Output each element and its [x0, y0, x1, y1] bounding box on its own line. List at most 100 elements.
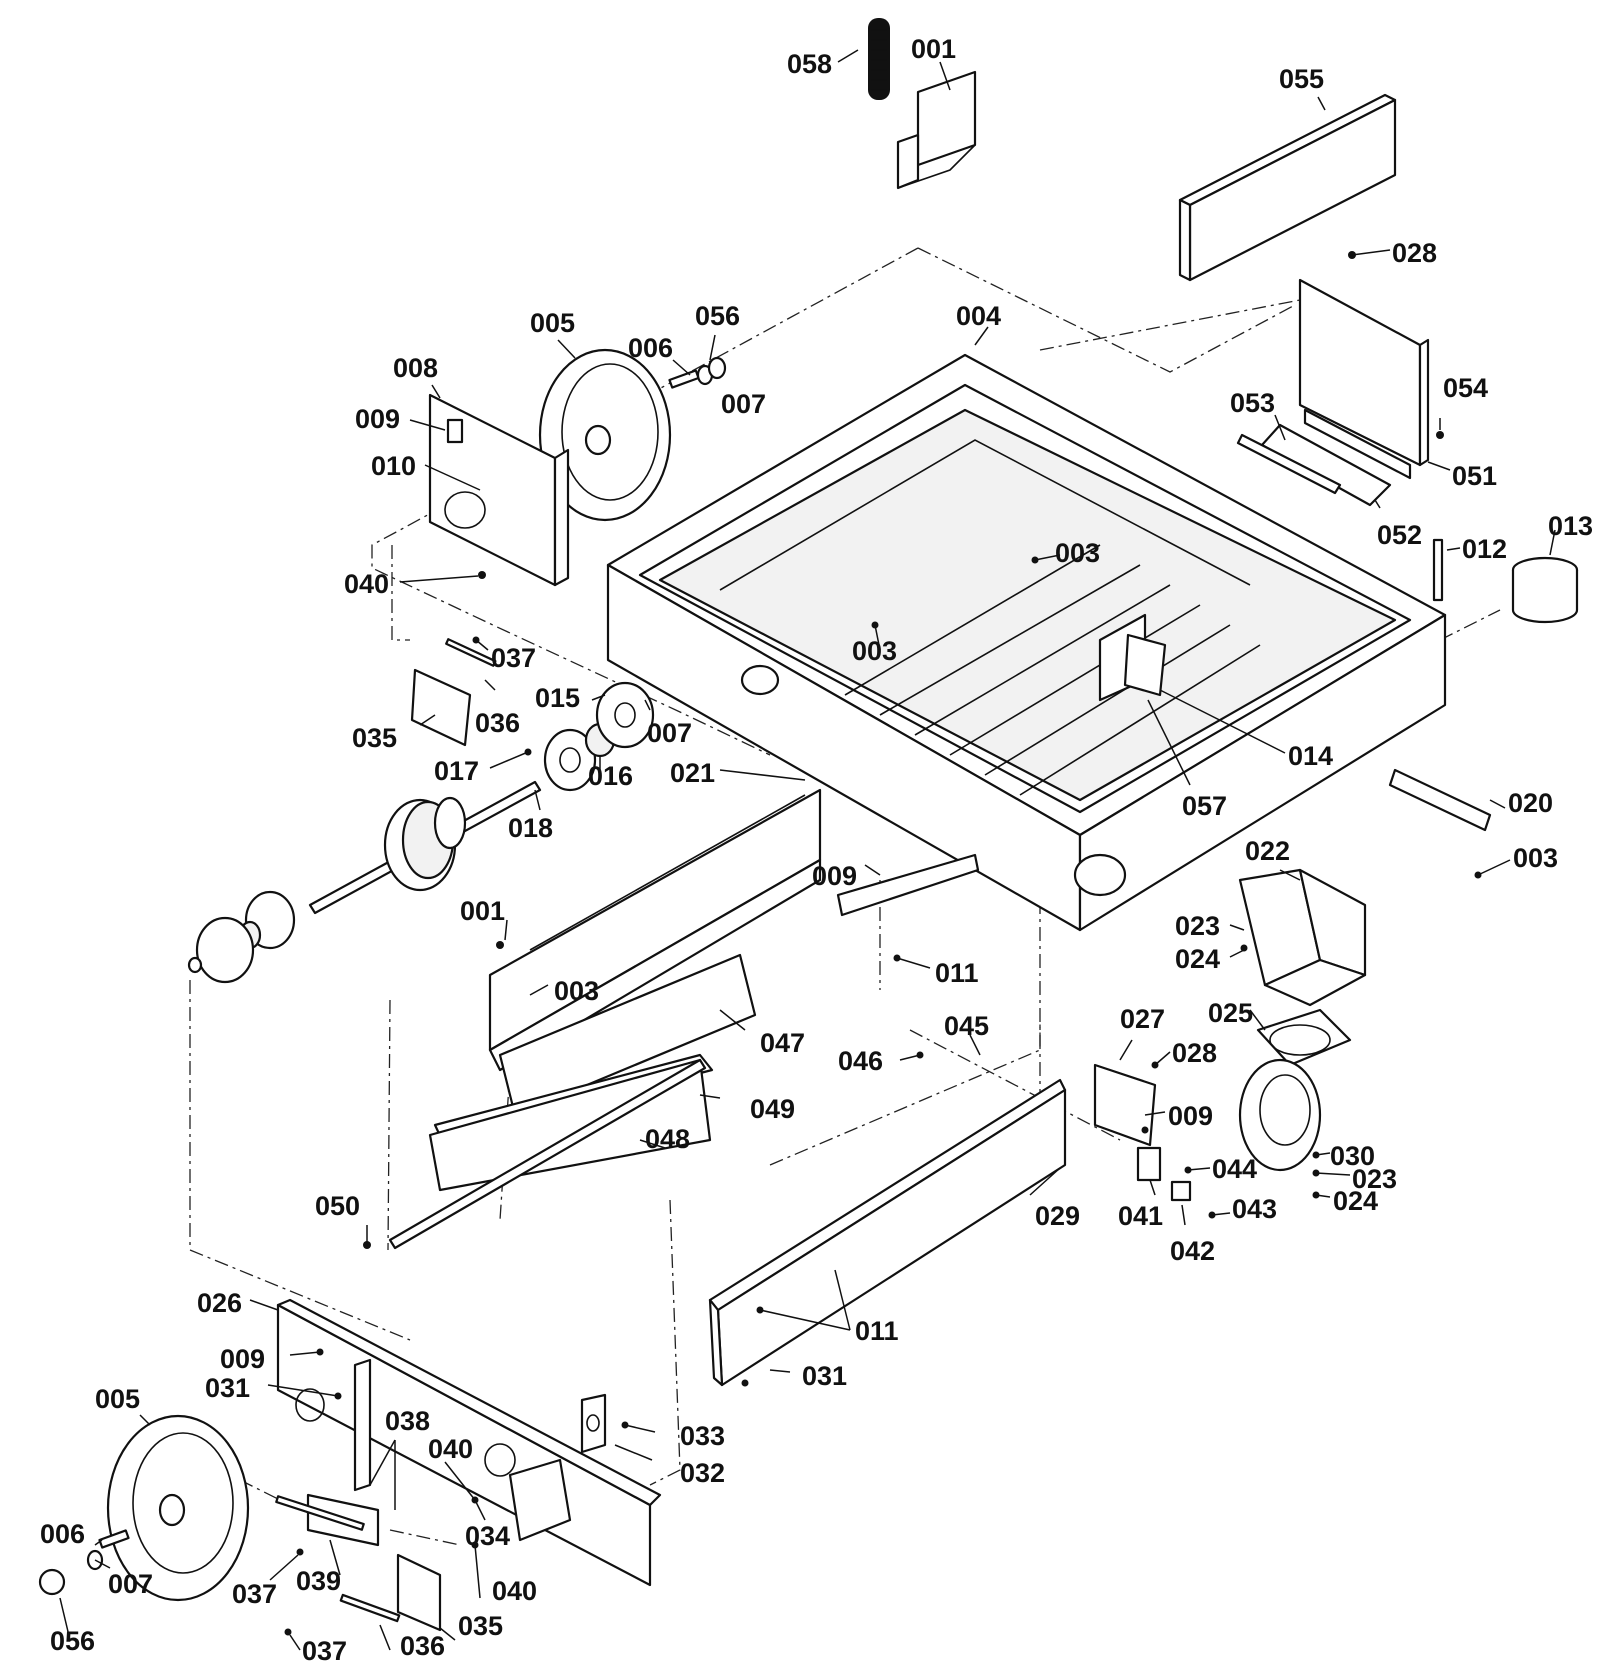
caster-bracket-022 [1238, 868, 1367, 1007]
callout-012: 012 [1462, 534, 1507, 564]
callout-057: 057 [1182, 791, 1227, 821]
axle-parts-lower [38, 1529, 130, 1596]
callout-009: 009 [812, 861, 857, 891]
bracket-027 [1093, 1063, 1157, 1147]
callout-007: 007 [108, 1569, 153, 1599]
bracket-042 [1170, 1180, 1192, 1202]
callout-056: 056 [50, 1626, 95, 1656]
callout-028: 028 [1392, 238, 1437, 268]
callout-028: 028 [1172, 1038, 1217, 1068]
callout-031: 031 [802, 1361, 847, 1391]
bearing-assembly-lower [187, 890, 296, 984]
callout-047: 047 [760, 1028, 805, 1058]
callout-050: 050 [315, 1191, 360, 1221]
callout-023: 023 [1352, 1164, 1397, 1194]
callout-003: 003 [554, 976, 599, 1006]
callout-022: 022 [1245, 836, 1290, 866]
callout-004: 004 [956, 301, 1001, 331]
callout-041: 041 [1118, 1201, 1163, 1231]
callout-024: 024 [1333, 1186, 1378, 1216]
callout-001: 001 [460, 896, 505, 926]
plate-052 [1260, 423, 1392, 507]
callout-011: 011 [855, 1316, 899, 1346]
panel-051 [1298, 278, 1430, 480]
callout-051: 051 [1452, 461, 1497, 491]
callout-003: 003 [1513, 843, 1558, 873]
drive-shaft-018 [308, 780, 542, 915]
callout-040: 040 [492, 1576, 537, 1606]
callout-033: 033 [680, 1421, 725, 1451]
callout-045: 045 [944, 1011, 989, 1041]
bearing-assembly-upper [543, 681, 655, 792]
callout-037: 037 [491, 643, 536, 673]
pin-012 [1432, 538, 1444, 602]
callout-043: 043 [1232, 1194, 1277, 1224]
callout-036: 036 [475, 708, 520, 738]
plate-047 [498, 953, 757, 1117]
callout-032: 032 [680, 1458, 725, 1488]
callout-005: 005 [530, 308, 575, 338]
callout-025: 025 [1208, 998, 1253, 1028]
wheel-005-upper [538, 348, 672, 522]
callout-040: 040 [344, 569, 389, 599]
caster-025 [1238, 1008, 1352, 1172]
callout-035: 035 [458, 1611, 503, 1641]
callout-053: 053 [1230, 388, 1275, 418]
callout-003: 003 [852, 636, 897, 666]
callout-009: 009 [1168, 1101, 1213, 1131]
callout-037: 037 [302, 1636, 347, 1666]
callout-001: 001 [911, 34, 956, 64]
callout-006: 006 [628, 333, 673, 363]
axle-parts-upper [668, 356, 727, 389]
callout-055: 055 [1279, 64, 1324, 94]
callout-031: 031 [205, 1373, 250, 1403]
callout-021: 021 [670, 758, 715, 788]
bar-053 [1236, 433, 1342, 495]
callout-008: 008 [393, 353, 438, 383]
rod-036-lower [339, 1593, 401, 1623]
callout-017: 017 [434, 756, 479, 786]
callout-020: 020 [1508, 788, 1553, 818]
callout-054: 054 [1443, 373, 1488, 403]
callout-011: 011 [935, 958, 979, 988]
callout-026: 026 [197, 1288, 242, 1318]
callout-029: 029 [1035, 1201, 1080, 1231]
bracket-014 [1123, 633, 1167, 697]
callout-038: 038 [385, 1406, 430, 1436]
callout-024: 024 [1175, 944, 1220, 974]
callout-046: 046 [838, 1046, 883, 1076]
callout-005: 005 [95, 1384, 140, 1414]
callout-018: 018 [508, 813, 553, 843]
callout-036: 036 [400, 1631, 445, 1661]
callout-016: 016 [588, 761, 633, 791]
frame-rail-029 [708, 1078, 1067, 1387]
bracket-041 [1136, 1146, 1162, 1182]
bracket-009-mid [836, 853, 980, 917]
callout-027: 027 [1120, 1004, 1165, 1034]
callout-035: 035 [352, 723, 397, 753]
callout-048: 048 [645, 1124, 690, 1154]
callout-040: 040 [428, 1434, 473, 1464]
callout-030: 030 [1330, 1141, 1375, 1171]
callout-014: 014 [1288, 741, 1333, 771]
spring-058 [868, 18, 890, 100]
wheel-005-lower [106, 1414, 250, 1602]
callout-056: 056 [695, 301, 740, 331]
callout-052: 052 [1377, 520, 1422, 550]
callout-058: 058 [787, 49, 832, 79]
rod-039 [275, 1495, 365, 1531]
callout-044: 044 [1212, 1154, 1257, 1184]
bar-050 [388, 1058, 707, 1250]
main-frame-004 [606, 353, 1447, 932]
callout-009: 009 [220, 1344, 265, 1374]
callout-034: 034 [465, 1521, 510, 1551]
bracket-020 [1388, 768, 1492, 832]
leader-lines [59, 49, 1556, 1651]
bumper-013 [1511, 556, 1579, 624]
plate-035-lower [396, 1553, 442, 1632]
callout-007: 007 [647, 718, 692, 748]
callout-015: 015 [535, 683, 580, 713]
callout-013: 013 [1548, 511, 1593, 541]
side-panel-008 [428, 393, 570, 587]
